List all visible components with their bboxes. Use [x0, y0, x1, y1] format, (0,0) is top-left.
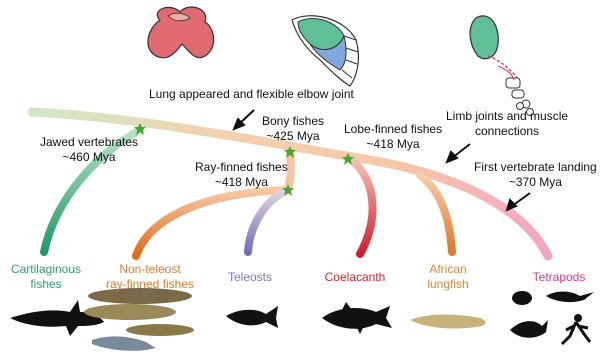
group-label-non-teleost: Non-teleost ray-finned fishes [98, 262, 202, 292]
limb-skeleton-illustration [470, 16, 533, 116]
group-label-tetrapods: Tetrapods [528, 270, 590, 285]
annotation-first-landing: First vertebrate landing ~370 Mya [474, 160, 597, 190]
annotation-lung-elbow: Lung appeared and flexible elbow joint [149, 87, 354, 102]
tetrapod-silhouettes-icon [510, 291, 594, 344]
node-label-lobe-finned: Lobe-finned fishes ~418 Mya [344, 122, 442, 152]
group-label-cartilaginous: Cartilaginous fishes [8, 262, 84, 292]
group-label-coelacanth: Coelacanth [318, 270, 392, 285]
group-label-lungfish: African lungfish [420, 262, 476, 292]
arrow-lung-elbow [234, 110, 254, 129]
node-label-ray-finned: Ray-finned fishes ~418 Mya [195, 160, 288, 190]
arrow-limb-joints [447, 144, 470, 162]
coelacanth-silhouette-icon [322, 302, 392, 334]
group-label-teleosts: Teleosts [224, 270, 276, 285]
arrow-first-landing [507, 193, 530, 210]
branch-ray-finned [288, 152, 291, 190]
shark-silhouette-icon [10, 300, 104, 336]
node-label-jawed: Jawed vertebrates ~460 Mya [40, 135, 138, 165]
fin-skeleton-illustration [292, 16, 358, 86]
teleost-silhouette-icon [226, 306, 278, 328]
lung-illustration [148, 7, 214, 58]
branch-non-teleost [136, 190, 288, 256]
branch-lungfish [420, 175, 452, 252]
lungfish-illustration [410, 315, 486, 329]
node-label-bony: Bony fishes ~425 Mya [262, 114, 324, 144]
annotation-limb-joints: Limb joints and muscle connections [446, 109, 568, 139]
branch-coelacanth [352, 160, 373, 254]
branch-teleosts [248, 190, 288, 252]
